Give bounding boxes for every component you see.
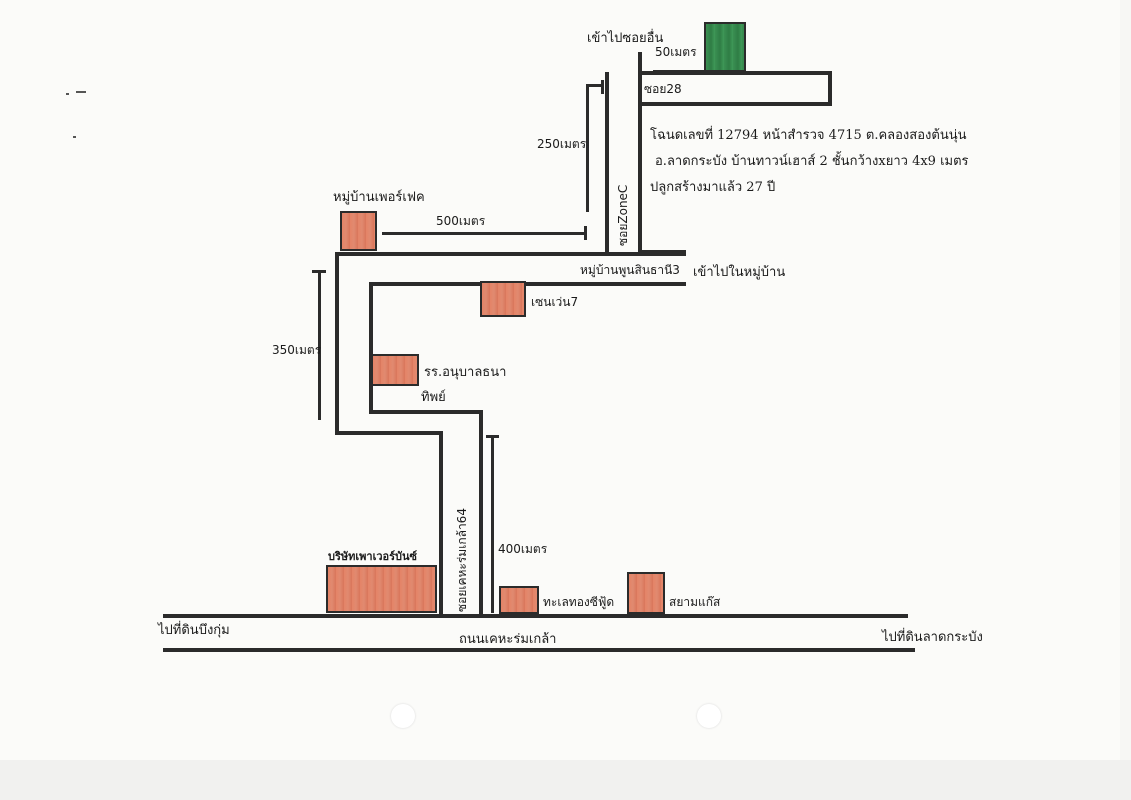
punch-hole-right [697, 704, 721, 728]
label-seven-eleven: เซนเว่น7 [531, 295, 579, 309]
label-main-road: ถนนเคหะร่มเกล้า [459, 632, 557, 647]
label-school-line-1: รร.อนุบาลธนา [424, 365, 507, 380]
dim-250-line [586, 84, 589, 212]
label-school-line-2: ทิพย์ [421, 390, 446, 405]
label-to-lat-krabang: ไปที่ดินลาดกระบัง [882, 630, 983, 645]
label-deed-line-1: โฉนดเลขที่ 12794 หน้าสำรวจ 4715 ต.คลองสอ… [650, 128, 967, 143]
scan-speck [76, 91, 86, 93]
label-to-bueng-kum: ไปที่ดินบึงกุ่ม [158, 623, 230, 638]
village-road [335, 252, 686, 256]
label-soi-zone-c: ซอยZoneC [616, 184, 630, 246]
label-dist-500: 500เมตร [436, 214, 486, 228]
soi-28-right [828, 71, 832, 106]
dim-50-line [653, 70, 719, 73]
label-seafood: ทะเลทองซีฟู้ด [543, 595, 615, 609]
label-top-side-road: เข้าไปซอยอื่น [587, 31, 664, 46]
dim-250-tick-b [601, 80, 604, 94]
seven-eleven-marker [480, 281, 526, 317]
scan-bottom-strip [0, 760, 1131, 800]
soi-zone-c-left [605, 72, 609, 254]
dim-500-line [382, 232, 587, 235]
label-village-perfect: หมู่บ้านเพอร์เฟค [333, 190, 425, 205]
soi-zone-c-joint [638, 250, 686, 254]
inner-road-top [369, 282, 686, 286]
seafood-marker [499, 586, 539, 614]
inner-road-jog [369, 410, 483, 414]
soi-28-bottom [638, 102, 832, 106]
scan-speck [66, 93, 69, 95]
siam-glass-marker [627, 572, 665, 614]
dim-350-tick [312, 270, 326, 273]
target-house-marker [704, 22, 746, 72]
label-village-phoonsin: หมู่บ้านพูนสินธานี3 [580, 263, 680, 277]
label-soi-28: ซอย28 [644, 82, 682, 96]
label-dist-50: 50เมตร [655, 45, 697, 59]
dim-250-tick [586, 84, 604, 87]
label-deed-line-2: อ.ลาดกระบัง บ้านทาวน์เฮาส์ 2 ชั้นกว้างxย… [655, 154, 969, 169]
main-road-upper-line [163, 614, 908, 618]
perfect-village-marker [340, 211, 377, 251]
label-dist-400: 400เมตร [498, 542, 548, 556]
soi-64-left-edge [335, 252, 339, 434]
inner-road-lower [479, 410, 483, 616]
label-dist-350: 350เมตร [272, 343, 322, 357]
punch-hole-left [391, 704, 415, 728]
label-into-village: เข้าไปในหมู่บ้าน [693, 265, 786, 280]
company-marker [326, 565, 437, 613]
label-company: บริษัทเพาเวอร์บันซ์ [328, 550, 417, 563]
soi-64-left-lower [439, 431, 443, 617]
soi-zone-c-right [638, 52, 642, 254]
main-road-lower-line [163, 648, 915, 652]
inner-road-left [369, 282, 373, 412]
school-marker [371, 354, 419, 386]
soi-64-jog-top [335, 431, 441, 435]
scan-speck [73, 136, 76, 138]
dim-400-line [491, 435, 494, 613]
dim-400-tick [486, 435, 499, 438]
label-soi-64: ซอยเคหะร่มเกล้า64 [455, 508, 469, 612]
dim-500-tick [584, 226, 587, 240]
label-siam-glass: สยามแก๊ส [669, 595, 721, 609]
label-dist-250: 250เมตร [537, 137, 587, 151]
soi-28-top [638, 71, 832, 75]
dim-350-line [318, 270, 321, 420]
label-deed-line-3: ปลูกสร้างมาแล้ว 27 ปี [650, 180, 776, 195]
paper-sheet [0, 0, 1120, 760]
